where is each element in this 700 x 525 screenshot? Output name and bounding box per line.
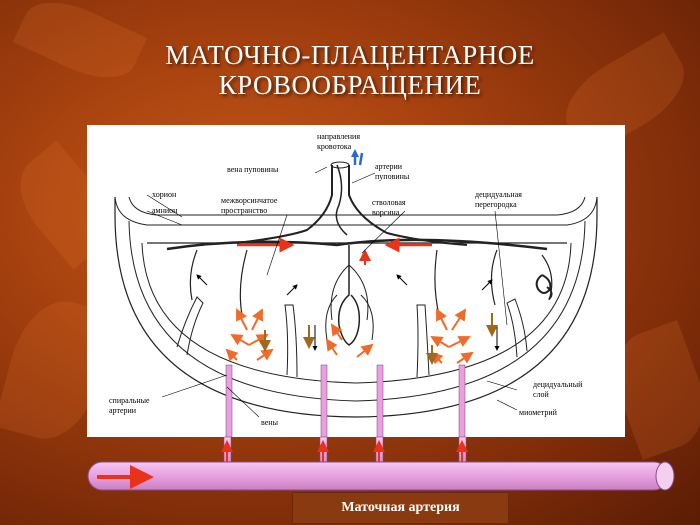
label-intervillous-space-2: пространство: [221, 206, 267, 215]
label-decidual-layer-2: слой: [533, 390, 550, 399]
decidual-septum: [284, 304, 298, 378]
slide-title-line-2: КРОВООБРАЩЕНИЕ: [218, 70, 482, 100]
label-umbilical-arteries: артерии: [375, 162, 403, 171]
placenta-diagram-panel: направления кровотока вена пуповины арте…: [87, 125, 625, 438]
label-intervillous-space: межворсинчатое: [221, 196, 278, 205]
stem-villus: [337, 245, 361, 346]
label-umbilical-vein: вена пуповины: [227, 165, 279, 174]
myometrium-outline: [114, 197, 598, 418]
label-decidual-septum-2: перегородка: [475, 200, 517, 209]
label-stem-villus: стволовая: [372, 198, 406, 207]
label-amnion: амнион: [152, 206, 178, 215]
label-spiral-arteries-2: артерии: [109, 406, 137, 415]
chorion-line: [114, 196, 598, 226]
label-blood-flow-direction: направления: [317, 132, 360, 141]
amnion-line: [128, 196, 586, 216]
label-stem-villus-2: ворсина: [372, 208, 400, 217]
label-blood-flow-direction-2: кровотока: [317, 142, 352, 151]
label-myometrium: миометрий: [519, 408, 558, 417]
label-spiral-arteries: спиральные: [109, 396, 150, 405]
label-decidual-layer: децидуальный: [533, 380, 583, 389]
uterine-artery: [87, 461, 669, 491]
umbilical-cord: [236, 165, 333, 244]
uterine-artery-label: Маточная артерия: [292, 492, 509, 524]
label-chorion: хорион: [152, 190, 177, 199]
decidual-layer-outline: [128, 220, 586, 402]
placenta-diagram: направления кровотока вена пуповины арте…: [109, 132, 598, 438]
label-decidual-septum: децидуальная: [475, 190, 522, 199]
label-umbilical-arteries-2: пуповины: [375, 172, 410, 181]
slide-title-line-1: МАТОЧНО-ПЛАЦЕНТАРНОЕ: [165, 40, 535, 70]
label-veins: вены: [261, 418, 279, 427]
